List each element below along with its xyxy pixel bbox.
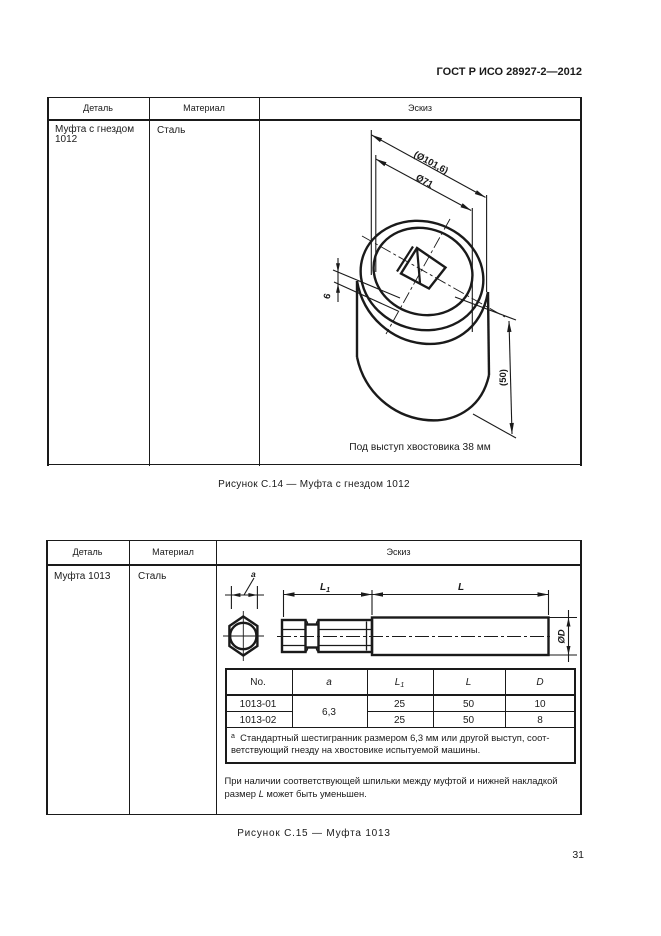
svg-text:6: 6: [322, 292, 334, 300]
svg-text:Ø71: Ø71: [414, 172, 436, 191]
svg-text:L: L: [458, 582, 464, 593]
svg-text:ØD: ØD: [557, 629, 568, 643]
svg-text:Под выступ хвостовика 38 мм: Под выступ хвостовика 38 мм: [349, 442, 490, 453]
svg-text:a: a: [251, 569, 256, 579]
svg-text:L1: L1: [320, 582, 330, 594]
svg-text:(50): (50): [498, 369, 509, 386]
svg-text:(Ø101,6): (Ø101,6): [412, 149, 450, 177]
